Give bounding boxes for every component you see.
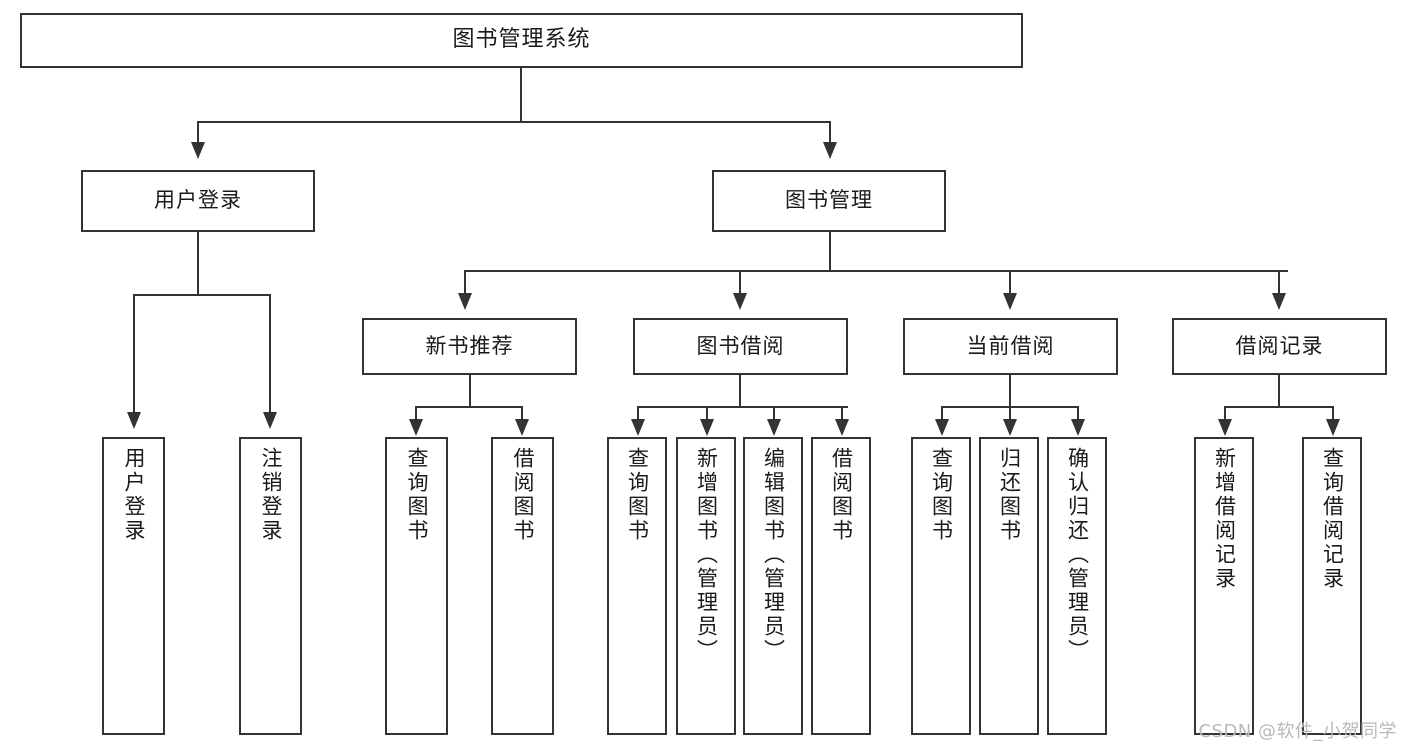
arrowhead-to-current-borrow xyxy=(1003,293,1017,310)
edge-root-stem xyxy=(520,68,522,122)
leaf-bb-edit-book-admin[interactable]: 编辑图书（管理员） xyxy=(743,437,803,735)
edge-br-stem xyxy=(1278,375,1280,408)
arrowhead-to-borrow-record xyxy=(1272,293,1286,310)
edge-cb-drop-2 xyxy=(1009,406,1011,422)
leaf-logout[interactable]: 注销登录 xyxy=(239,437,302,735)
node-label: 借阅记录 xyxy=(1235,333,1324,358)
node-label: 新书推荐 xyxy=(425,333,514,358)
arrowhead-leaf-logout xyxy=(263,412,277,429)
node-book-management[interactable]: 图书管理 xyxy=(712,170,946,232)
edge-bm-drop-4 xyxy=(1278,270,1280,296)
edge-user-login-drop-2 xyxy=(269,294,271,416)
leaf-label: 用户登录 xyxy=(122,447,146,543)
edge-root-drop-2 xyxy=(829,121,831,146)
edge-cb-drop-3 xyxy=(1077,406,1079,422)
node-label: 当前借阅 xyxy=(966,333,1055,358)
arrowhead-leaf-bb-1 xyxy=(631,419,645,436)
arrowhead-leaf-br-1 xyxy=(1218,419,1232,436)
arrowhead-to-user-login xyxy=(191,142,205,159)
edge-book-manage-stem xyxy=(829,232,831,272)
leaf-label: 新增借阅记录 xyxy=(1212,447,1237,591)
leaf-br-add-record[interactable]: 新增借阅记录 xyxy=(1194,437,1254,735)
leaf-user-login[interactable]: 用户登录 xyxy=(102,437,165,735)
edge-bb-stem xyxy=(739,375,741,408)
leaf-cb-confirm-return-admin[interactable]: 确认归还（管理员） xyxy=(1047,437,1107,735)
leaf-label: 查询图书 xyxy=(405,447,429,543)
leaf-label: 查询图书 xyxy=(929,447,954,543)
node-label: 用户登录 xyxy=(154,188,242,213)
leaf-label: 注销登录 xyxy=(259,447,283,543)
edge-user-login-bus xyxy=(133,294,271,296)
arrowhead-leaf-user-login xyxy=(127,412,141,429)
leaf-label: 确认归还（管理员） xyxy=(1065,447,1090,663)
arrowhead-to-book-borrow xyxy=(733,293,747,310)
edge-br-bus xyxy=(1224,406,1334,408)
leaf-bb-borrow-book[interactable]: 借阅图书 xyxy=(811,437,871,735)
node-root-system[interactable]: 图书管理系统 xyxy=(20,13,1023,68)
edge-cb-drop-1 xyxy=(941,406,943,422)
leaf-label: 编辑图书（管理员） xyxy=(761,447,786,663)
node-user-login[interactable]: 用户登录 xyxy=(81,170,315,232)
leaf-cb-query-book[interactable]: 查询图书 xyxy=(911,437,971,735)
node-book-borrow[interactable]: 图书借阅 xyxy=(633,318,848,375)
leaf-label: 查询借阅记录 xyxy=(1320,447,1345,591)
edge-nbr-stem xyxy=(469,375,471,408)
node-borrow-record[interactable]: 借阅记录 xyxy=(1172,318,1387,375)
edge-book-manage-bus xyxy=(464,270,1288,272)
edge-br-drop-1 xyxy=(1224,406,1226,422)
leaf-label: 借阅图书 xyxy=(511,447,535,543)
edge-br-drop-2 xyxy=(1332,406,1334,422)
leaf-cb-return-book[interactable]: 归还图书 xyxy=(979,437,1039,735)
leaf-nbr-query-book[interactable]: 查询图书 xyxy=(385,437,448,735)
edge-nbr-drop-2 xyxy=(521,406,523,422)
arrowhead-leaf-bb-4 xyxy=(835,419,849,436)
edge-bb-drop-3 xyxy=(773,406,775,422)
edge-bm-drop-1 xyxy=(464,270,466,296)
edge-nbr-bus xyxy=(415,406,523,408)
edge-bb-bus xyxy=(637,406,848,408)
node-new-book-recommend[interactable]: 新书推荐 xyxy=(362,318,577,375)
edge-bb-drop-2 xyxy=(706,406,708,422)
leaf-bb-add-book-admin[interactable]: 新增图书（管理员） xyxy=(676,437,736,735)
edge-root-drop-1 xyxy=(197,121,199,146)
arrowhead-to-book-manage xyxy=(823,142,837,159)
edge-root-bus xyxy=(197,121,831,123)
arrowhead-leaf-cb-3 xyxy=(1071,419,1085,436)
leaf-bb-query-book[interactable]: 查询图书 xyxy=(607,437,667,735)
arrowhead-leaf-br-2 xyxy=(1326,419,1340,436)
node-label: 图书借阅 xyxy=(696,333,785,358)
leaf-label: 查询图书 xyxy=(625,447,650,543)
arrowhead-leaf-cb-2 xyxy=(1003,419,1017,436)
edge-bb-drop-4 xyxy=(841,406,843,422)
arrowhead-to-new-book-recommend xyxy=(458,293,472,310)
arrowhead-leaf-nbr-1 xyxy=(409,419,423,436)
edge-cb-stem xyxy=(1009,375,1011,408)
leaf-label: 借阅图书 xyxy=(829,447,854,543)
edge-bm-drop-2 xyxy=(739,270,741,296)
arrowhead-leaf-nbr-2 xyxy=(515,419,529,436)
leaf-nbr-borrow-book[interactable]: 借阅图书 xyxy=(491,437,554,735)
edge-user-login-drop-1 xyxy=(133,294,135,416)
node-label: 图书管理系统 xyxy=(452,27,591,53)
edge-nbr-drop-1 xyxy=(415,406,417,422)
arrowhead-leaf-cb-1 xyxy=(935,419,949,436)
arrowhead-leaf-bb-2 xyxy=(700,419,714,436)
edge-bb-drop-1 xyxy=(637,406,639,422)
edge-user-login-stem xyxy=(197,232,199,295)
node-label: 图书管理 xyxy=(785,188,873,213)
node-current-borrow[interactable]: 当前借阅 xyxy=(903,318,1118,375)
edge-bm-drop-3 xyxy=(1009,270,1011,296)
leaf-label: 归还图书 xyxy=(997,447,1022,543)
leaf-br-query-record[interactable]: 查询借阅记录 xyxy=(1302,437,1362,735)
leaf-label: 新增图书（管理员） xyxy=(694,447,719,663)
arrowhead-leaf-bb-3 xyxy=(767,419,781,436)
